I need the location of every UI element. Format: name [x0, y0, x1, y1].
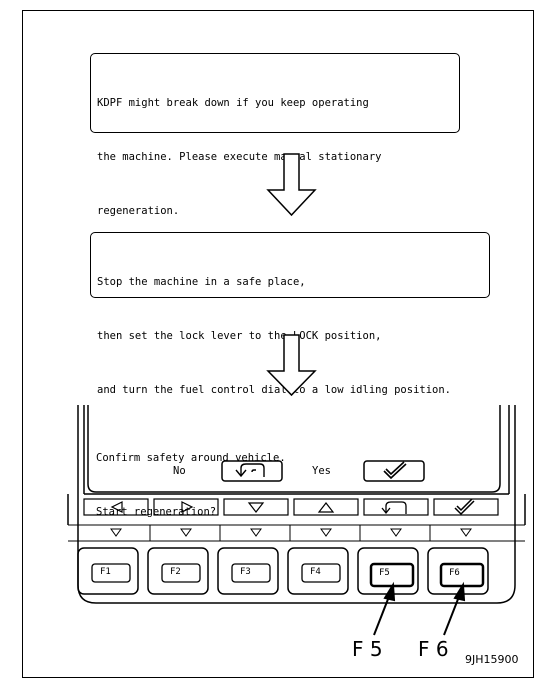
function-key-f5: F5 [379, 568, 390, 578]
checkmark-icon [383, 461, 407, 480]
function-key-f1: F1 [100, 567, 111, 577]
function-key-caps [91, 563, 341, 583]
yes-label: Yes [312, 465, 331, 477]
down-triangle-icon [110, 528, 472, 537]
function-key-f4: F4 [310, 567, 321, 577]
up-triangle-icon [317, 502, 335, 513]
function-key-f2: F2 [170, 567, 181, 577]
flow-arrow-down-icon [266, 334, 317, 397]
callout-f5: F 5 [352, 637, 383, 661]
no-label: No [173, 465, 186, 477]
left-triangle-icon [110, 501, 123, 513]
keypad [77, 547, 489, 595]
figure-id: 9JH15900 [465, 653, 519, 666]
function-key-f6: F6 [449, 568, 460, 578]
message-box-safe-stop: Stop the machine in a safe place, then s… [90, 232, 490, 396]
softkey-guide-row [83, 498, 499, 516]
screen-message: Confirm safety around vehicle. Start reg… [96, 413, 286, 539]
down-triangle-icon [247, 502, 265, 513]
message-line: regeneration. [97, 205, 180, 217]
screen-line: Start regeneration? [96, 506, 217, 518]
screen-line: Confirm safety around vehicle. [96, 452, 286, 464]
back-arrow-icon [381, 501, 407, 515]
message-line: then set the lock lever to the LOCK posi… [97, 330, 382, 342]
function-key-f3: F3 [240, 567, 251, 577]
message-line: Stop the machine in a safe place, [97, 276, 306, 288]
right-triangle-icon [181, 501, 194, 513]
flow-arrow-down-icon [266, 153, 317, 217]
figure-frame [22, 10, 534, 678]
message-line: and turn the fuel control dial to a low … [97, 384, 452, 396]
message-line: KDPF might break down if you keep operat… [97, 97, 369, 109]
indicator-row [68, 524, 525, 542]
checkmark-icon [454, 498, 475, 516]
callout-f6: F 6 [418, 637, 449, 661]
callout-arrows [373, 581, 466, 636]
back-arrow-icon [235, 463, 265, 478]
